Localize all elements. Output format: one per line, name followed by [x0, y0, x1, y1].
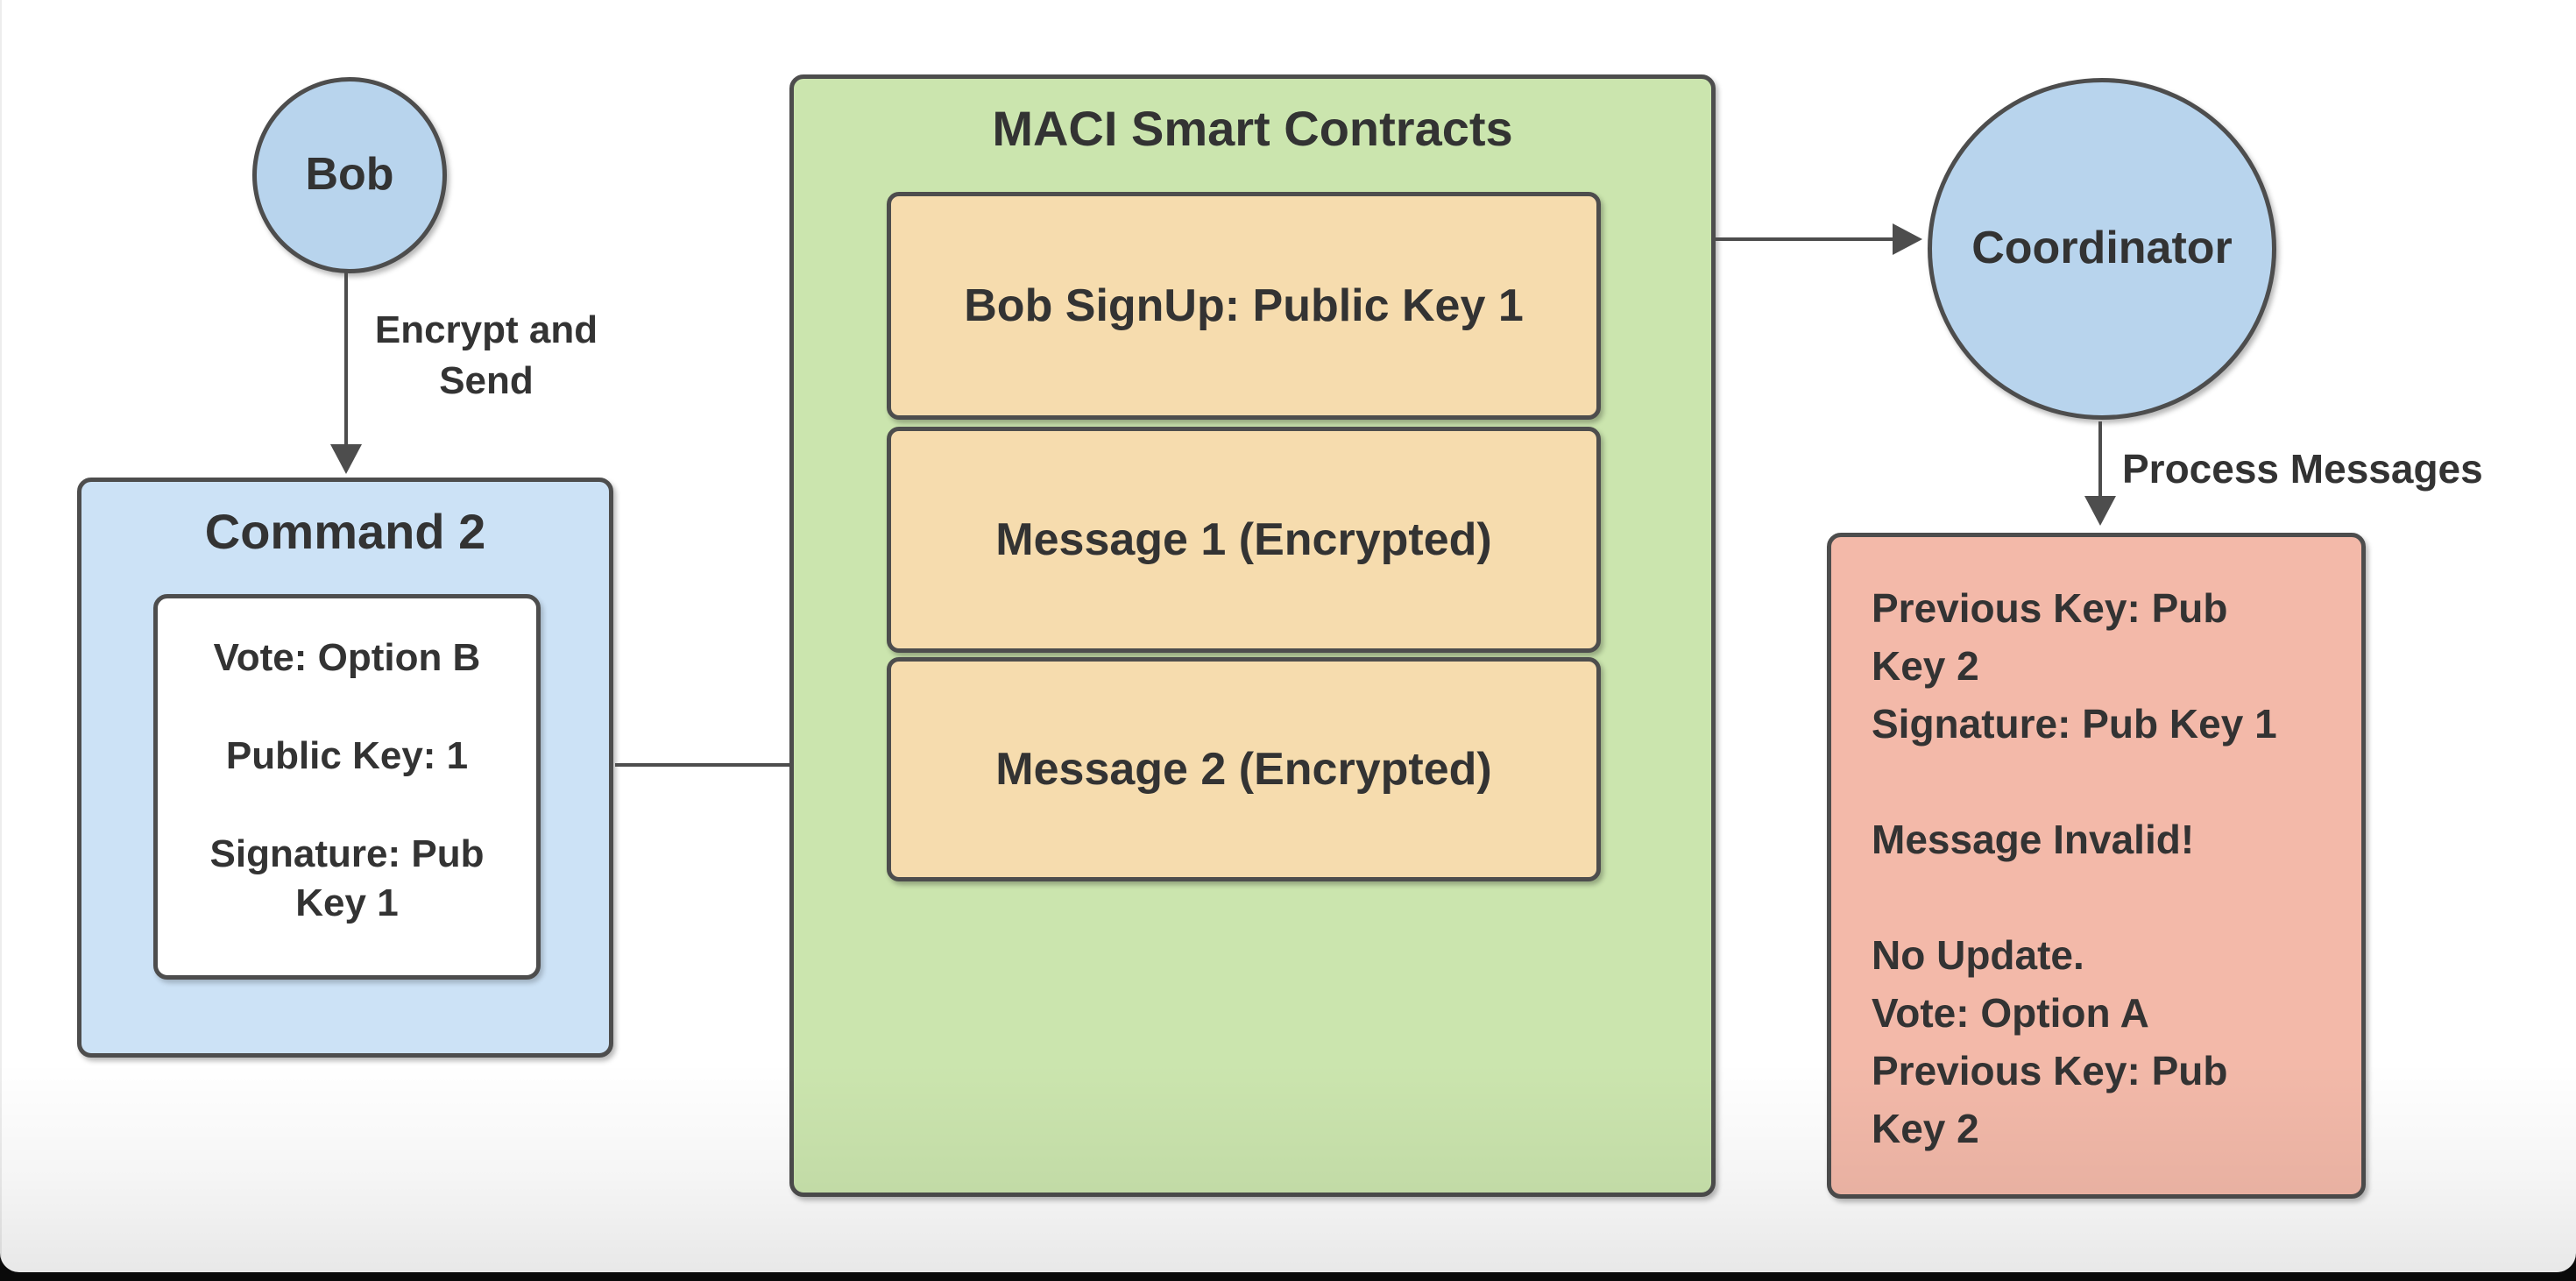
process-result-box: Previous Key: Pub Key 2 Signature: Pub K… [1827, 533, 2366, 1199]
page-bottom-shadow [0, 1062, 2576, 1272]
command2-vote-field: Vote: Option B [213, 636, 481, 679]
edge-contracts-to-coordinator [1716, 237, 1893, 241]
result-line: No Update. [1872, 932, 2084, 978]
edge-bob-to-command [344, 272, 348, 445]
command2-title: Command 2 [204, 504, 486, 559]
arrow-down-icon [2084, 496, 2116, 526]
result-line: Key 2 [1872, 643, 1979, 689]
command2-box: Command 2 Vote: Option B Public Key: 1 S… [77, 478, 613, 1058]
edge-coordinator-to-result [2098, 421, 2102, 497]
entry-message2: Message 2 (Encrypted) [887, 657, 1601, 881]
arrow-down-icon [330, 444, 362, 474]
result-line: Previous Key: Pub [1872, 1042, 2326, 1100]
entry-bob-signup: Bob SignUp: Public Key 1 [887, 192, 1601, 420]
edge-label-process-messages: Process Messages [2122, 446, 2483, 492]
window-left-edge [0, 0, 2, 1272]
maci-smart-contracts-box: MACI Smart Contracts Bob SignUp: Public … [789, 74, 1716, 1197]
command2-public-key-field: Public Key: 1 [225, 734, 469, 777]
result-line-blank [1872, 753, 2326, 810]
bob-node-label: Bob [305, 149, 394, 201]
arrow-right-icon [1893, 223, 1922, 255]
result-line: Previous Key: Pub [1872, 585, 2228, 631]
edge-label-line1: Encrypt and [374, 308, 598, 351]
edge-label-encrypt-and-send: Encrypt and Send [355, 305, 618, 407]
result-line: Key 2 [1872, 1100, 2326, 1157]
result-line: Message Invalid! [1872, 817, 2195, 862]
result-line: Vote: Option A [1872, 990, 2149, 1036]
coordinator-node: Coordinator [1928, 78, 2276, 420]
bob-node: Bob [252, 77, 447, 273]
command2-payload-box: Vote: Option B Public Key: 1 Signature: … [153, 594, 541, 980]
bottom-screen-bar [0, 1272, 2576, 1281]
result-line: Signature: Pub Key 1 [1872, 701, 2277, 747]
edge-label-line2: Send [439, 359, 534, 402]
edge-command-to-message2 [615, 763, 853, 767]
coordinator-node-label: Coordinator [1971, 223, 2233, 274]
entry-message1: Message 1 (Encrypted) [887, 427, 1601, 653]
command2-signature-field: Signature: Pub Key 1 [209, 832, 485, 924]
result-line-blank [1872, 868, 2326, 926]
maci-smart-contracts-title: MACI Smart Contracts [992, 101, 1513, 156]
